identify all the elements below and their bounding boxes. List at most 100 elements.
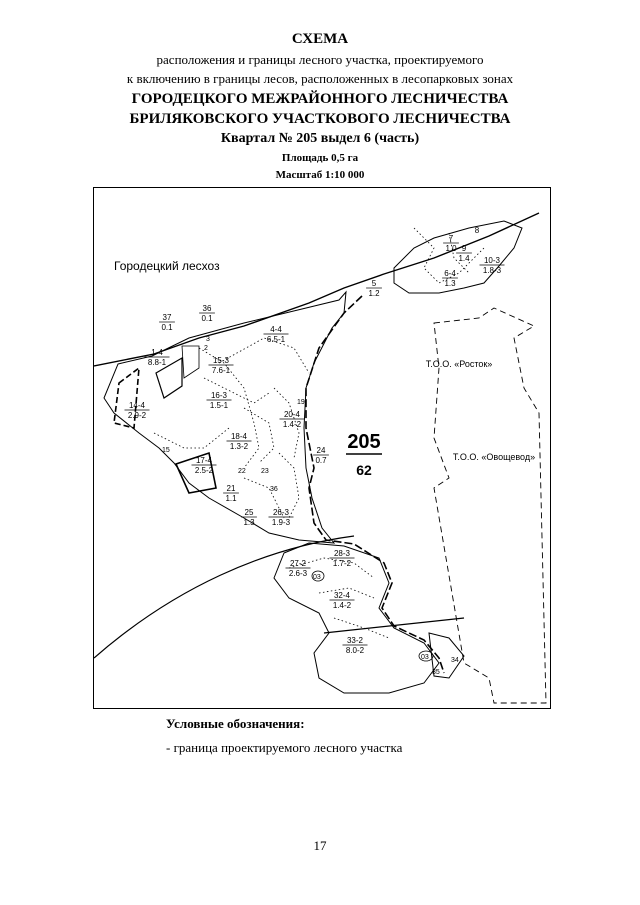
- plot-label: 370.1: [159, 313, 175, 332]
- map-frame: Городецкий лесхоз 205 62 Т.О.О. «Росток»…: [93, 187, 551, 709]
- plot-number: 15-3: [213, 356, 230, 365]
- plot-number: 24: [317, 446, 326, 455]
- plot-area: 0.1: [161, 323, 173, 332]
- plot-number: 14-4: [129, 401, 146, 410]
- plot-area: 0.7: [315, 456, 327, 465]
- plot-label: 20-41.4-2: [279, 410, 305, 429]
- plot-area: 1.0: [445, 244, 457, 253]
- plot-number: 4-4: [270, 325, 282, 334]
- plot-number: 33-2: [347, 636, 364, 645]
- small-label: 03: [421, 654, 429, 661]
- legend-title: Условные обозначения:: [166, 716, 305, 731]
- small-label: 34: [451, 657, 459, 664]
- plot-label: 26-31.9-3: [268, 508, 294, 527]
- forest-boundary-ne: [393, 220, 523, 294]
- plot-label: 18-41.3-2: [226, 432, 252, 451]
- plot-label: 17-42.5-2: [191, 456, 217, 475]
- map-title: СХЕМА: [291, 31, 349, 47]
- small-label: 22: [238, 468, 246, 475]
- plot-area: 1.3: [243, 518, 255, 527]
- plot-number: 27-2: [290, 559, 307, 568]
- plot-area: 8.0-2: [346, 646, 365, 655]
- small-label: 19: [297, 399, 305, 406]
- quarter-area: 62: [356, 462, 372, 478]
- plot-label: 360.1: [199, 304, 215, 323]
- plot-number: 16-3: [211, 391, 228, 400]
- farm-boundary: [433, 307, 547, 704]
- plot-label: 10-31.8-3: [479, 256, 505, 275]
- plot-area: 1.1: [225, 494, 237, 503]
- small-label: 3: [206, 336, 210, 343]
- plot-label: 16-31.5-1: [206, 391, 232, 410]
- legend-item: - граница проектируемого лесного участка: [166, 740, 403, 755]
- plot-number: 6-4: [444, 269, 456, 278]
- small-label: 23: [261, 468, 269, 475]
- plot-area: 1.2: [368, 289, 380, 298]
- plot-area: 1.9-3: [272, 518, 291, 527]
- plot-label: 91.4: [456, 244, 472, 263]
- quarter-label: Квартал № 205 выдел 6 (часть): [220, 131, 420, 146]
- plot-17-border: [174, 451, 217, 494]
- district-name: БРИЛЯКОВСКОГО УЧАСТКОВОГО ЛЕСНИЧЕСТВА: [129, 111, 511, 127]
- plot-area: 6.5-1: [267, 335, 286, 344]
- plot-area: 1.3-2: [230, 442, 249, 451]
- plot-area: 1.4: [458, 254, 470, 263]
- area-label: Площадь 0,5 га: [281, 152, 359, 164]
- forest-map: Городецкий лесхоз 205 62 Т.О.О. «Росток»…: [94, 212, 547, 704]
- plot-label: 211.1: [223, 484, 239, 503]
- page-number: 17: [313, 838, 327, 853]
- plot-number: 8: [475, 226, 480, 235]
- arc-road: [94, 535, 355, 659]
- plot-number: 28-3: [334, 549, 351, 558]
- plot-label: 14-42.9-2: [124, 401, 150, 420]
- forest-boundary-sw: [428, 632, 465, 679]
- projected-plot-border: [305, 295, 445, 674]
- plot-number: 21: [227, 484, 236, 493]
- org-rostok-label: Т.О.О. «Росток»: [426, 359, 493, 369]
- forestry-name: ГОРОДЕЦКОГО МЕЖРАЙОННОГО ЛЕСНИЧЕСТВА: [131, 91, 509, 107]
- plot-area: 7.6-1: [212, 366, 231, 375]
- plot-number: 36: [203, 304, 212, 313]
- plot-number: 7: [449, 234, 454, 243]
- plot-number: 25: [245, 508, 254, 517]
- plot-label: 32-41.4-2: [329, 591, 355, 610]
- plot-number: 18-4: [231, 432, 248, 441]
- plot-area: 2.5-2: [195, 466, 214, 475]
- plot-area: 1.4-2: [283, 420, 302, 429]
- plot-label: 6-41.3: [442, 269, 458, 288]
- subtitle-line-1: расположения и границы лесного участка, …: [156, 52, 484, 67]
- plot-area: 1.7-2: [333, 559, 352, 568]
- scale-label: Масштаб 1:10 000: [275, 169, 365, 181]
- subtitle-line-2: к включению в границы лесов, расположенн…: [126, 71, 514, 86]
- small-label: 35: [432, 669, 440, 676]
- plot-36-border: [181, 345, 200, 379]
- org-ovoshchevod-label: Т.О.О. «Овощевод»: [453, 452, 535, 462]
- plot-number: 9: [462, 244, 467, 253]
- plot-label: 71.0: [443, 234, 459, 253]
- plot-number: 26-3: [273, 508, 290, 517]
- plot-number: 20-4: [284, 410, 301, 419]
- plot-area: 1.8-3: [483, 266, 502, 275]
- plot-area: 0.1: [201, 314, 213, 323]
- plot-label: 1-48.8-1: [144, 348, 170, 367]
- plot-area: 2.6-3: [289, 569, 308, 578]
- plot-label: 240.7: [313, 446, 329, 465]
- plot-number: 17-4: [196, 456, 213, 465]
- road-line: [94, 212, 540, 367]
- forest-boundary-south: [273, 542, 440, 694]
- plot-area: 2.9-2: [128, 411, 147, 420]
- plot-label: 33-28.0-2: [342, 636, 368, 655]
- plot-number: 10-3: [484, 256, 501, 265]
- plot-label: 8: [475, 226, 480, 235]
- plot-label: 51.2: [366, 279, 382, 298]
- quarter-number: 205: [347, 431, 380, 453]
- plot-area: 1.4-2: [333, 601, 352, 610]
- forest-boundary: [103, 290, 347, 544]
- plot-area: 1.5-1: [210, 401, 229, 410]
- plot-label: 28-31.7-2: [329, 549, 355, 568]
- plot-left-dashed: [113, 366, 140, 430]
- plot-number: 1-4: [151, 348, 163, 357]
- plot-area: 8.8-1: [148, 358, 167, 367]
- plot-label: 27-22.6-3: [285, 559, 311, 578]
- small-label: 2: [204, 345, 208, 352]
